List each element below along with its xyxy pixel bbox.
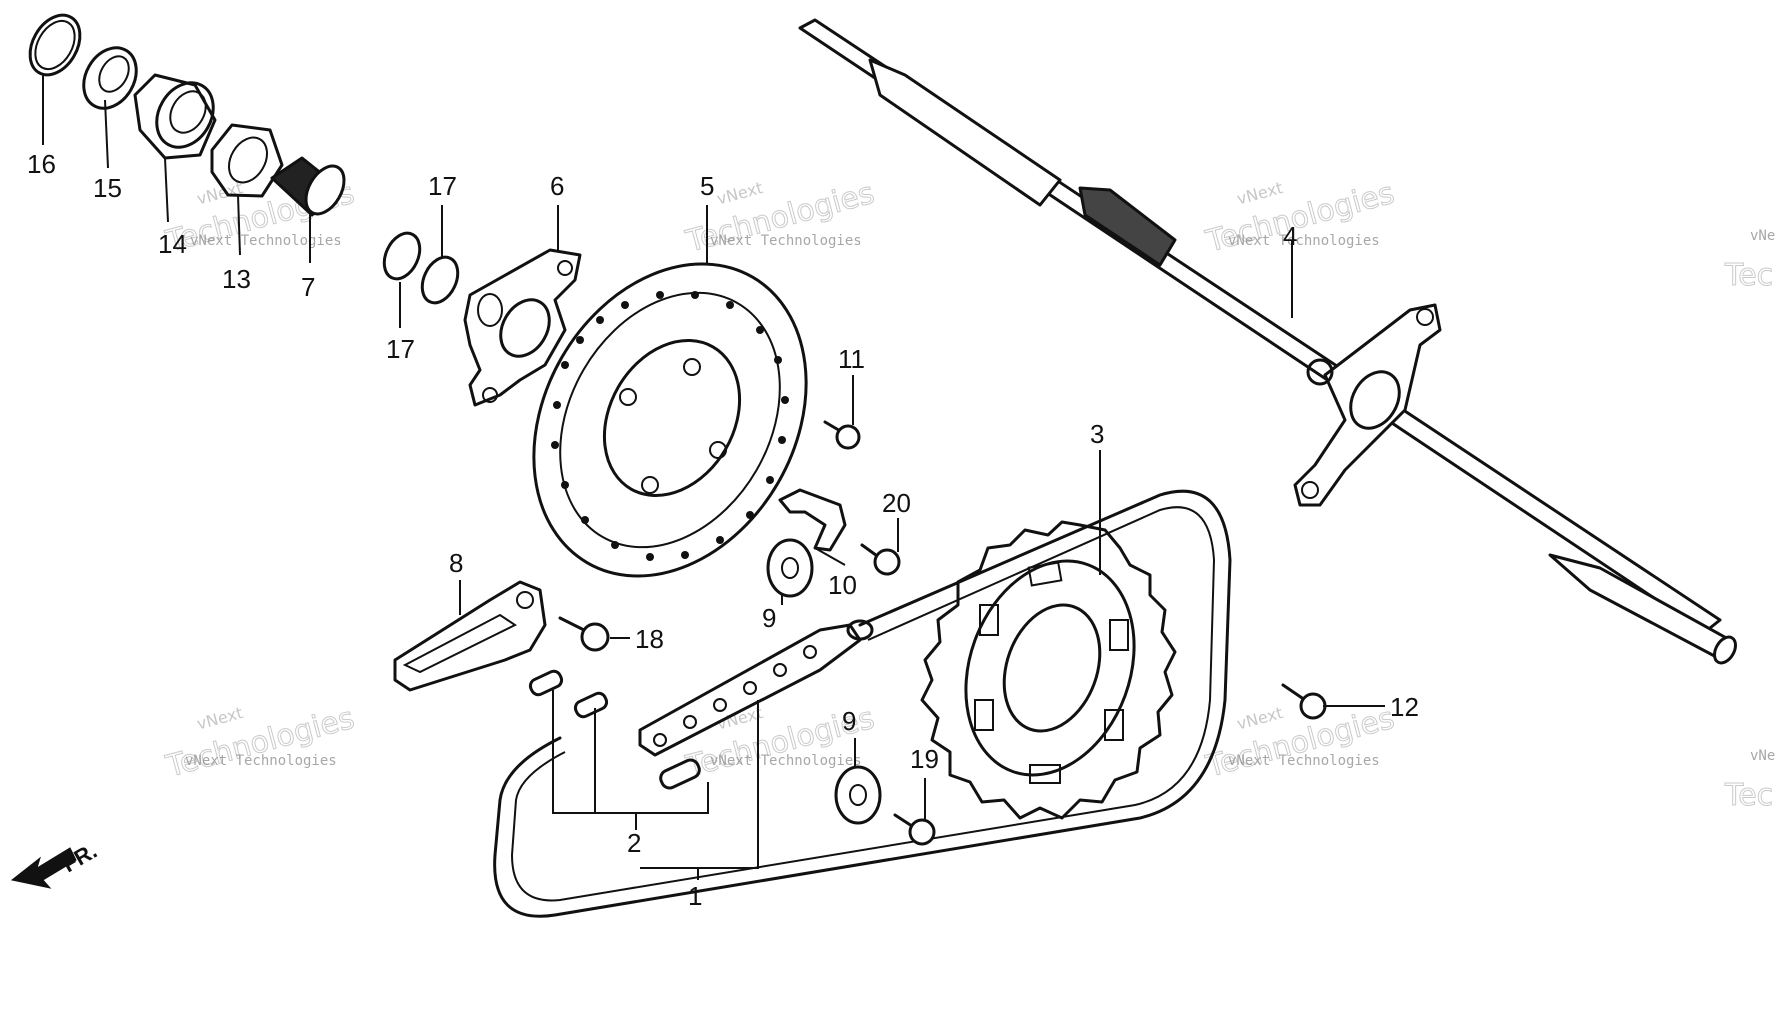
callout-16: 16 — [27, 149, 56, 179]
watermark-text: Technologies — [162, 701, 358, 785]
part-1-drive-chain — [493, 489, 1232, 918]
callout-9: 9 — [842, 706, 856, 736]
watermark-edge-text: vNe — [1750, 748, 1775, 764]
callout-7: 7 — [301, 272, 315, 302]
part-6-brake-hub — [463, 248, 582, 407]
part-7-collar — [270, 156, 346, 217]
watermark-text: Technologies — [1202, 701, 1398, 785]
part-16-o-ring — [28, 13, 82, 77]
part-18-bolt — [558, 616, 610, 652]
callout-9: 9 — [762, 603, 776, 633]
watermark-text: vNext Technologies — [185, 753, 337, 769]
callout-12: 12 — [1390, 692, 1419, 722]
watermark-text: vNext — [1235, 703, 1285, 733]
part-20-bolt — [860, 543, 901, 576]
part-9-chain-roller-b — [834, 765, 882, 825]
callout-labels: 16 15 14 13 7 17 17 6 5 4 11 3 20 10 9 8… — [27, 149, 1419, 911]
callout-1: 1 — [688, 881, 702, 911]
callout-10: 10 — [828, 570, 857, 600]
watermark-text: vNext — [715, 178, 765, 208]
front-label: FR. — [58, 838, 101, 877]
callout-19: 19 — [910, 744, 939, 774]
watermark-edge-text: Tec — [1724, 258, 1773, 293]
part-2-master-link — [528, 669, 701, 790]
callout-2: 2 — [627, 828, 641, 858]
part-19-bolt — [893, 813, 936, 846]
callout-4: 4 — [1283, 221, 1297, 251]
watermark-text: vNext — [1235, 178, 1285, 208]
part-17-o-ring-a — [382, 231, 422, 281]
part-12-bolt — [1281, 683, 1327, 720]
callout-3: 3 — [1090, 419, 1104, 449]
front-arrow-icon — [10, 847, 77, 889]
part-17-o-ring-b — [420, 255, 460, 305]
part-9-chain-roller-a — [766, 538, 814, 598]
callout-6: 6 — [550, 171, 564, 201]
chain-link-section — [638, 619, 874, 757]
callout-5: 5 — [700, 171, 714, 201]
part-8-chain-slider — [393, 580, 547, 692]
part-11-bolt — [823, 420, 861, 450]
watermark-text: vNext Technologies — [1228, 233, 1380, 249]
callout-17: 17 — [428, 171, 457, 201]
front-direction-indicator: FR. — [10, 838, 101, 889]
part-5-brake-disc — [532, 262, 808, 578]
callout-13: 13 — [222, 264, 251, 294]
watermark-text: vNext Technologies — [1228, 753, 1380, 769]
watermark-edge-text: Tec — [1724, 778, 1773, 813]
part-4-rear-axle — [798, 18, 1737, 665]
callout-20: 20 — [882, 488, 911, 518]
leader-lines — [42, 75, 1385, 880]
watermark-text: vNext Technologies — [710, 753, 862, 769]
callout-8: 8 — [449, 548, 463, 578]
watermark-text: vNext Technologies — [710, 233, 862, 249]
part-14-lock-nut — [133, 73, 217, 160]
callout-11: 11 — [838, 344, 865, 374]
callout-15: 15 — [93, 173, 122, 203]
part-15-seal — [82, 46, 138, 110]
disc-drill-holes — [551, 291, 789, 561]
callout-18: 18 — [635, 624, 664, 654]
callout-14: 14 — [158, 229, 187, 259]
part-3-sprocket — [920, 520, 1177, 820]
part-10-roller-bracket — [778, 488, 847, 552]
watermark-text: vNext Technologies — [190, 233, 342, 249]
watermark-text: vNext — [195, 703, 245, 733]
callout-17: 17 — [386, 334, 415, 364]
part-13-nut — [210, 123, 284, 198]
watermark-edge-text: vNe — [1750, 228, 1775, 244]
